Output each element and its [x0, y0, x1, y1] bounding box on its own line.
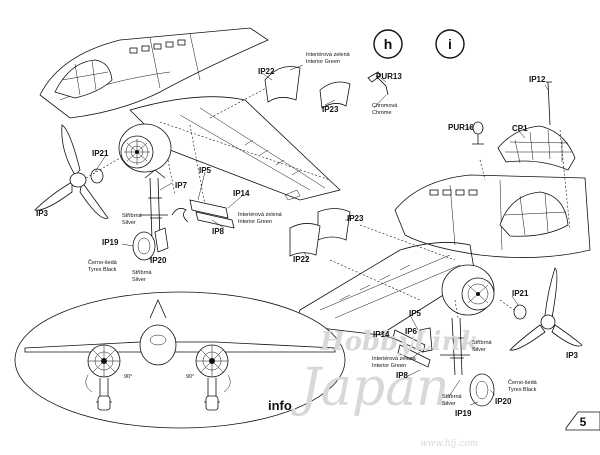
step-i-label: i: [448, 36, 452, 52]
step-h-circle: [373, 29, 403, 59]
color-silver-l2-en: Silver: [132, 277, 146, 283]
part-ip14-right: IP14: [373, 330, 390, 339]
color-silver-r2-cz: Stříbrná: [442, 394, 463, 400]
watermark-line2: Japan: [291, 358, 450, 418]
color-silver-r1-cz: Stříbrná: [472, 340, 493, 346]
part-ip8-right: IP8: [396, 371, 409, 380]
color-tyres-r-cz: Černo-šedá: [508, 379, 538, 386]
part-ip21-right: IP21: [512, 289, 529, 298]
part-ip3-left: IP3: [36, 209, 49, 218]
page-tab: [565, 411, 600, 431]
color-interior-green-en: Interior Green: [306, 59, 340, 65]
part-ip5-left: IP5: [199, 166, 212, 175]
part-ip19-right: IP19: [455, 409, 472, 418]
color-interior-green3-en: Interior Green: [372, 363, 406, 369]
color-interior-green2-en: Interior Green: [238, 219, 272, 225]
landing-gear-left: [132, 159, 235, 261]
color-interior-green-cz: Interiérová zelená: [306, 52, 351, 58]
angle-right: 90°: [186, 374, 194, 380]
color-interior-green3-cz: Interiérová zelená: [372, 356, 417, 362]
part-ip3-right: IP3: [566, 351, 579, 360]
color-silver-r2-en: Silver: [442, 401, 456, 407]
step-i-circle: [435, 29, 465, 59]
page-number: 5: [580, 415, 587, 429]
part-ip22-mid: IP22: [293, 255, 310, 264]
part-ip7: IP7: [175, 181, 188, 190]
color-silver-l1-en: Silver: [122, 220, 136, 226]
angle-left: 90°: [124, 374, 132, 380]
color-silver-l2-cz: Stříbrná: [132, 270, 153, 276]
info-detail: [14, 291, 346, 429]
watermark-line3: www.hlj.com: [420, 439, 478, 449]
part-pur16: PUR16: [448, 123, 474, 132]
part-pur13: PUR13: [376, 72, 402, 81]
part-ip14-left: IP14: [233, 189, 250, 198]
color-tyres-l-cz: Černo-šedá: [88, 259, 118, 266]
landing-gear-right: [392, 299, 495, 407]
propeller-right: [499, 267, 583, 351]
engine-left: [118, 123, 172, 173]
part-ip23-mid: IP23: [347, 214, 364, 223]
canopy-left: [54, 59, 113, 99]
pitot-part: [367, 71, 389, 96]
color-chrome-cz: Chromová: [372, 103, 398, 109]
part-ip20-left: IP20: [150, 256, 167, 265]
part-ip20-right: IP20: [495, 397, 512, 406]
canopy-right: [499, 191, 569, 237]
flap-parts-right: [289, 208, 351, 257]
canopy-part-cp1: [497, 125, 576, 171]
part-ip8-left: IP8: [212, 227, 225, 236]
part-ip23-top: IP23: [322, 105, 339, 114]
color-interior-green2-cz: Interiérová zelená: [238, 212, 283, 218]
fuselage-right: [394, 159, 591, 258]
color-chrome-en: Chrome: [372, 110, 392, 116]
flap-parts-left: [264, 66, 351, 109]
color-silver-r1-en: Silver: [472, 347, 486, 353]
part-ip5-right: IP5: [409, 309, 422, 318]
watermark-line1: HobbyLink: [319, 327, 478, 357]
propeller-left: [34, 124, 121, 219]
step-h-label: h: [384, 36, 393, 52]
part-cp1: CP1: [512, 124, 528, 133]
part-ip22-top: IP22: [258, 67, 275, 76]
part-ip19-left: IP19: [102, 238, 119, 247]
leader-lines: [94, 64, 549, 406]
part-ip6: IP6: [405, 327, 418, 336]
color-silver-l1-cz: Stříbrná: [122, 213, 143, 219]
info-title: info: [268, 398, 292, 413]
color-tyres-l-en: Tyres Black: [88, 267, 117, 273]
watermark: HobbyLink Japan www.hlj.com: [291, 327, 478, 449]
engine-right: [441, 264, 495, 316]
part-ip21-left: IP21: [92, 149, 109, 158]
part-ip12: IP12: [529, 75, 546, 84]
ring-pur16: [472, 121, 484, 145]
antenna-ip12: [546, 81, 571, 231]
color-tyres-r-en: Tyres Black: [508, 387, 537, 393]
